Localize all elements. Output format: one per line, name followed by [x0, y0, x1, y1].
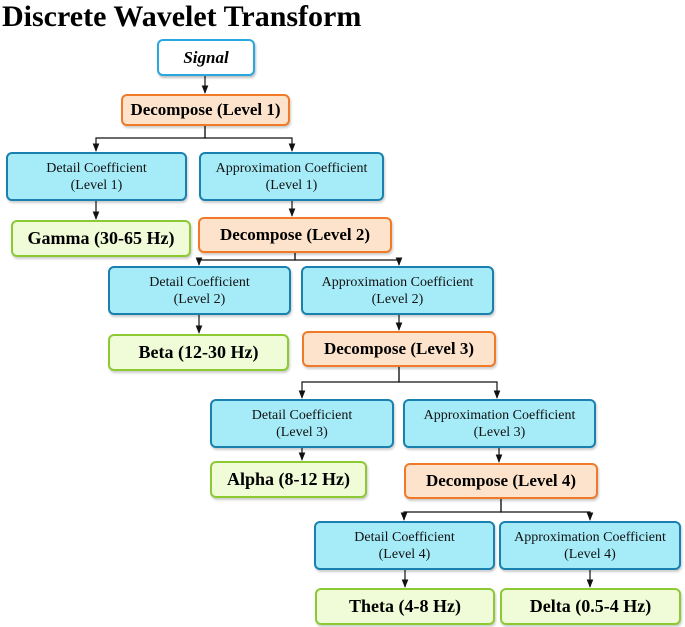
- arrow-decompose-3-to-detail-3: [298, 367, 400, 399]
- detail-coefficient-level-2-line-1: Detail Coefficient: [149, 274, 250, 290]
- approximation-coefficient-level-3-line-1: Approximation Coefficient: [423, 407, 576, 423]
- diagram-title: Discrete Wavelet Transform: [2, 0, 362, 33]
- approximation-coefficient-level-3-line-2: (Level 3): [473, 424, 526, 440]
- approximation-coefficient-level-4: Approximation Coefficient (Level 4): [499, 521, 681, 570]
- arrow-decompose-3-to-approx-3: [398, 367, 501, 399]
- approximation-coefficient-level-1-line-2: (Level 1): [265, 177, 318, 193]
- arrow-decompose-4-to-detail-4: [400, 499, 502, 521]
- detail-coefficient-level-3-line-1: Detail Coefficient: [251, 407, 353, 423]
- approximation-coefficient-level-2-line-1: Approximation Coefficient: [321, 274, 474, 290]
- band-alpha: Alpha (8-12 Hz): [210, 461, 367, 498]
- decompose-level-2: Decompose (Level 2): [198, 217, 392, 253]
- band-gamma: Gamma (30-65 Hz): [11, 220, 191, 257]
- detail-coefficient-level-2: Detail Coefficient (Level 2): [108, 266, 291, 315]
- arrow-decompose-4-to-approx-4: [500, 499, 594, 521]
- detail-coefficient-level-3-line-2: (Level 3): [276, 424, 328, 440]
- band-theta-label: Theta (4-8 Hz): [349, 596, 461, 616]
- band-gamma-label: Gamma (30-65 Hz): [27, 228, 175, 248]
- decompose-level-3-label: Decompose (Level 3): [323, 339, 475, 358]
- decompose-level-2-label: Decompose (Level 2): [219, 225, 371, 244]
- band-theta: Theta (4-8 Hz): [315, 588, 495, 625]
- approximation-coefficient-level-4-line-2: (Level 4): [564, 546, 616, 562]
- approximation-coefficient-level-3: Approximation Coefficient (Level 3): [403, 399, 596, 448]
- arrow-decompose-1-to-detail-1: [92, 126, 206, 152]
- signal-label: Signal: [183, 47, 229, 67]
- detail-coefficient-level-2-line-2: (Level 2): [173, 291, 226, 307]
- approximation-coefficient-level-2: Approximation Coefficient (Level 2): [301, 266, 494, 315]
- decompose-level-4: Decompose (Level 4): [404, 463, 598, 499]
- approximation-coefficient-level-2-line-2: (Level 2): [371, 291, 424, 307]
- band-delta-label: Delta (0.5-4 Hz): [529, 596, 652, 616]
- decompose-level-1: Decompose (Level 1): [121, 94, 290, 126]
- arrow-decompose-2-to-approx-2: [294, 253, 403, 266]
- band-delta: Delta (0.5-4 Hz): [500, 588, 681, 625]
- approximation-coefficient-level-4-line-1: Approximation Coefficient: [514, 529, 666, 545]
- decompose-level-1-label: Decompose (Level 1): [130, 100, 281, 119]
- detail-coefficient-level-4: Detail Coefficient (Level 4): [314, 521, 495, 570]
- detail-coefficient-level-1-line-2: (Level 1): [70, 177, 123, 193]
- approximation-coefficient-level-1: Approximation Coefficient (Level 1): [199, 152, 384, 201]
- decompose-level-4-label: Decompose (Level 4): [425, 471, 577, 490]
- detail-coefficient-level-4-line-1: Detail Coefficient: [354, 529, 455, 545]
- approximation-coefficient-level-1-line-1: Approximation Coefficient: [215, 160, 368, 176]
- arrow-decompose-1-to-approx-1: [204, 126, 296, 152]
- band-alpha-label: Alpha (8-12 Hz): [227, 469, 350, 489]
- detail-coefficient-level-1: Detail Coefficient (Level 1): [6, 152, 187, 201]
- detail-coefficient-level-3: Detail Coefficient (Level 3): [210, 399, 394, 448]
- detail-coefficient-level-4-line-2: (Level 4): [378, 546, 431, 562]
- arrow-decompose-2-to-detail-2: [195, 253, 296, 266]
- signal-node: Signal: [157, 39, 255, 76]
- detail-coefficient-level-1-line-1: Detail Coefficient: [46, 160, 147, 176]
- band-beta-label: Beta (12-30 Hz): [138, 342, 259, 362]
- band-beta: Beta (12-30 Hz): [108, 334, 289, 371]
- decompose-level-3: Decompose (Level 3): [302, 331, 496, 367]
